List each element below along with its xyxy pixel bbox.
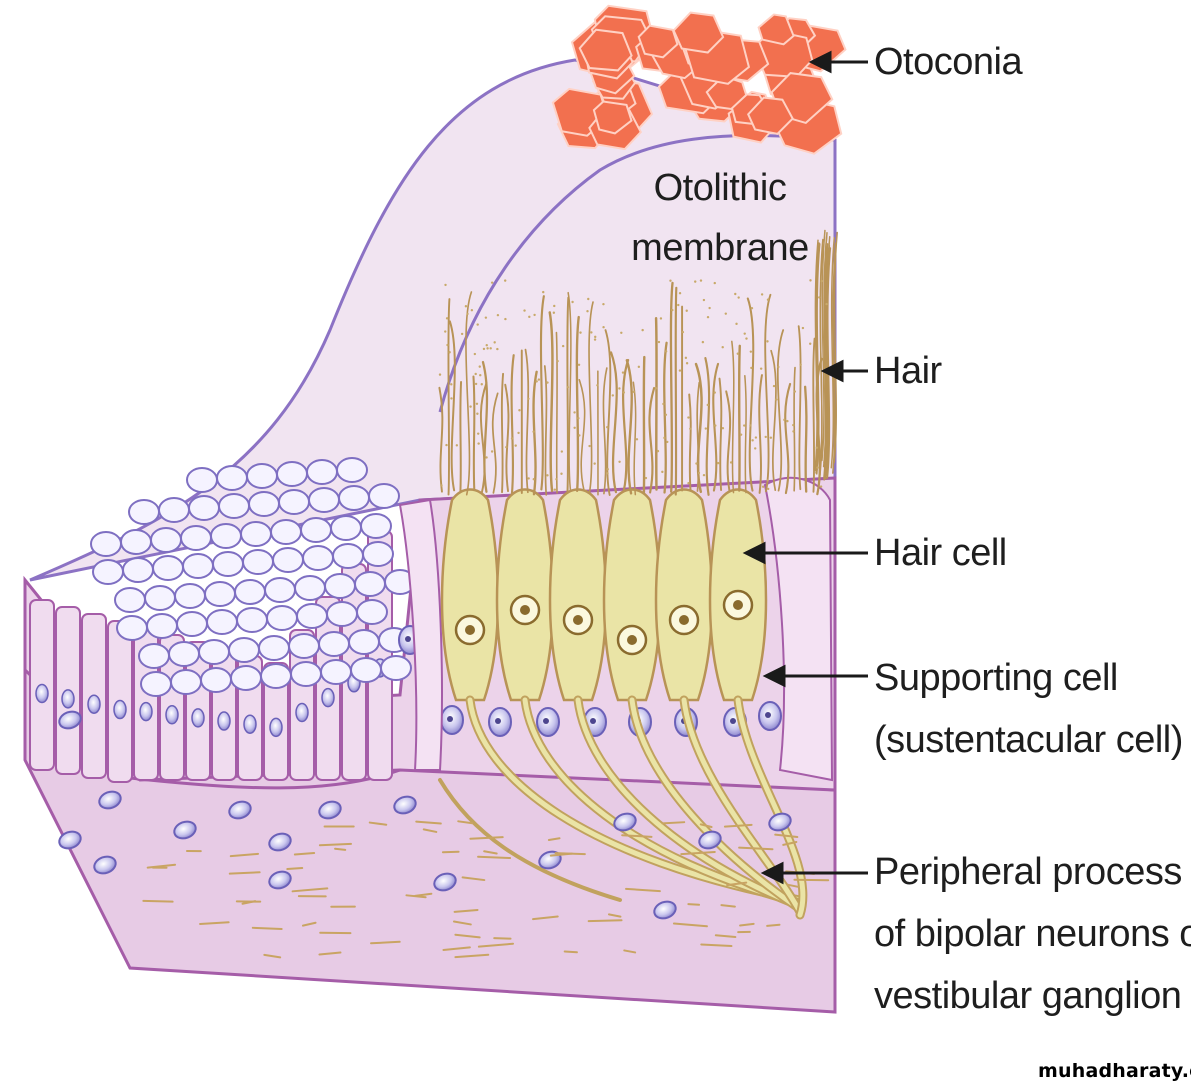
label-peripheral-process: Peripheral process: [874, 851, 1182, 893]
label-otolithic-membrane-line2: membrane: [631, 227, 809, 269]
label-sustentacular-cell: (sustentacular cell): [874, 719, 1183, 761]
label-bipolar-neurons: of bipolar neurons of: [874, 913, 1191, 955]
label-hair: Hair: [874, 350, 942, 392]
stereocilia: [438, 229, 838, 496]
pointer-arrows: [742, 50, 868, 885]
connective-tissue-detail: [58, 710, 830, 959]
label-hair-cell: Hair cell: [874, 532, 1007, 574]
epithelial-cells: [29, 530, 393, 783]
hair-cells: [440, 488, 768, 702]
label-otolithic-membrane-line1: Otolithic: [653, 167, 787, 209]
label-vestibular-ganglion: vestibular ganglion: [874, 975, 1182, 1017]
watermark: muhadharaty.com: [1038, 1060, 1191, 1082]
label-supporting-cell: Supporting cell: [874, 657, 1118, 699]
label-otoconia: Otoconia: [874, 41, 1023, 83]
surface-cells: [90, 457, 416, 697]
otoconia-crystals: [551, 4, 847, 155]
